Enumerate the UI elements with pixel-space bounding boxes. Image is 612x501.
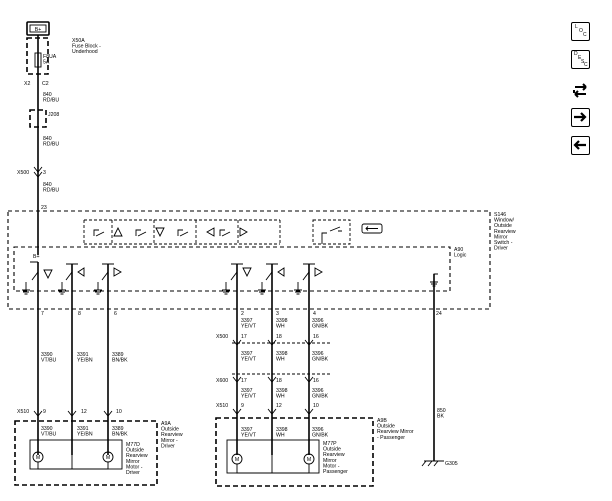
ground-g305-label: G305	[445, 461, 458, 467]
pin-c2-label: C2	[42, 81, 49, 87]
connector-x500-pin-18: 18	[276, 334, 282, 340]
description-button[interactable]: D E S C	[571, 50, 590, 69]
power-source: B+	[26, 21, 50, 36]
connector-x510-left-label: X510	[17, 409, 29, 415]
connector-x600-pin-17: 17	[241, 378, 247, 384]
connector-x600-pin-18: 18	[276, 378, 282, 384]
driver-pin-6: 6	[114, 311, 117, 317]
connector-x510-right-pin-10: 10	[313, 403, 319, 409]
passenger-pin-3: 3	[276, 311, 279, 317]
bplus-label: B+	[35, 27, 42, 33]
driver-pin-7: 7	[41, 311, 44, 317]
connector-x510-right-label: X510	[216, 403, 228, 409]
arrow-right-icon	[574, 112, 587, 122]
svg-text:M: M	[36, 455, 40, 461]
bplus-input-label: B+	[33, 254, 40, 260]
svg-text:M: M	[235, 457, 239, 463]
driver-pin-8: 8	[78, 311, 81, 317]
connector-x500-top-pin: 3	[43, 170, 46, 176]
driver-mirror-outline	[14, 420, 158, 486]
passenger-mirror-outline	[215, 417, 374, 487]
arrow-left-icon	[573, 140, 586, 150]
ground-g305-symbol	[421, 460, 444, 467]
connector-x510-left-pin-12: 12	[81, 409, 87, 415]
svg-text:M: M	[106, 455, 110, 461]
splice-j208-label: J208	[48, 112, 59, 118]
splice-j208-box	[29, 109, 47, 128]
connector-x500-pin-16: 16	[313, 334, 319, 340]
connector-x500-feed	[33, 166, 43, 173]
switch-module-outline	[7, 210, 491, 310]
connector-x500-top-label: X500	[17, 170, 29, 176]
next-page-button[interactable]	[571, 108, 590, 127]
ground-pin-24: 24	[436, 311, 442, 317]
connector-x600-label: X600	[216, 378, 228, 384]
connector-x600-pin-16: 16	[313, 378, 319, 384]
svg-text:M: M	[307, 457, 311, 463]
connector-x510-left-pin-9: 9	[43, 409, 46, 415]
previous-page-button[interactable]	[571, 136, 590, 155]
location-code-button[interactable]: L O C	[571, 22, 590, 41]
connector-x510-left-pin-10: 10	[116, 409, 122, 415]
connector-x500-label: X500	[216, 334, 228, 340]
pin-x2-label: X2	[24, 81, 30, 87]
connector-view-icon	[573, 83, 587, 98]
connector-view-button[interactable]	[571, 81, 590, 100]
passenger-pin-4: 4	[313, 311, 316, 317]
switch-button-strip	[83, 219, 281, 245]
logic-module-outline	[13, 246, 451, 292]
connector-x500-pin-17: 17	[241, 334, 247, 340]
connector-x510-right-pin-9: 9	[241, 403, 244, 409]
connector-x510-right-pin-12: 12	[276, 403, 282, 409]
mode-toggle-icon	[361, 223, 383, 234]
switch-pin-23: 23	[41, 205, 47, 211]
passenger-pin-2: 2	[241, 311, 244, 317]
selector-switch-box	[312, 219, 351, 245]
passenger-motor-outline	[226, 439, 320, 474]
